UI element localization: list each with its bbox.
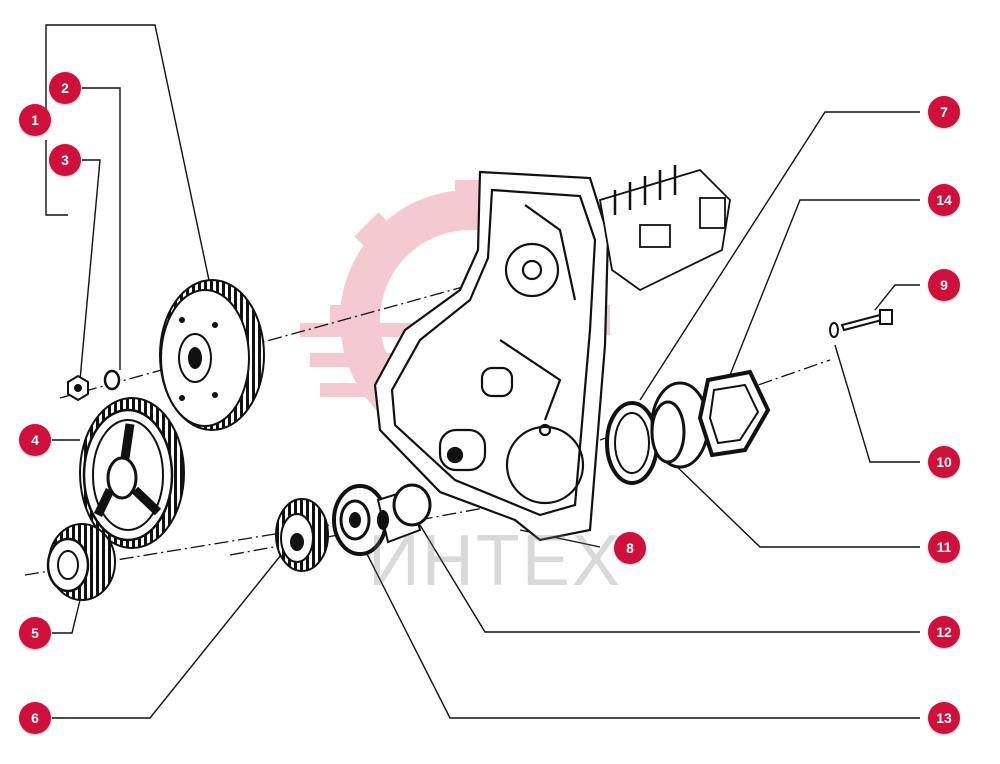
leader-lines bbox=[45, 24, 920, 719]
pinion-gear bbox=[275, 498, 329, 572]
callout-2: 2 bbox=[49, 72, 81, 104]
crankshaft-gear bbox=[46, 523, 116, 601]
callout-1: 1 bbox=[19, 104, 51, 136]
idler-gear bbox=[79, 397, 185, 549]
callout-7: 7 bbox=[928, 96, 960, 128]
timing-cover bbox=[373, 170, 610, 542]
bolt bbox=[829, 309, 893, 338]
callout-9: 9 bbox=[928, 269, 960, 301]
callout-13: 13 bbox=[928, 702, 960, 734]
nut-and-washer bbox=[67, 369, 121, 402]
callout-14: 14 bbox=[928, 184, 960, 216]
callout-12: 12 bbox=[928, 616, 960, 648]
callout-5: 5 bbox=[19, 617, 51, 649]
injection-pump bbox=[598, 165, 731, 292]
camshaft-gear bbox=[159, 279, 265, 431]
callout-4: 4 bbox=[19, 424, 51, 456]
brand-watermark: ИНТЕХ bbox=[368, 521, 622, 601]
callout-8: 8 bbox=[614, 532, 646, 564]
callout-10: 10 bbox=[928, 446, 960, 478]
oil-seal bbox=[605, 401, 659, 485]
callout-3: 3 bbox=[49, 144, 81, 176]
callout-6: 6 bbox=[19, 702, 51, 734]
shaft-sleeve bbox=[376, 483, 432, 544]
seal-housing bbox=[650, 381, 710, 469]
cover-gasket bbox=[697, 369, 771, 458]
callout-11: 11 bbox=[928, 531, 960, 563]
